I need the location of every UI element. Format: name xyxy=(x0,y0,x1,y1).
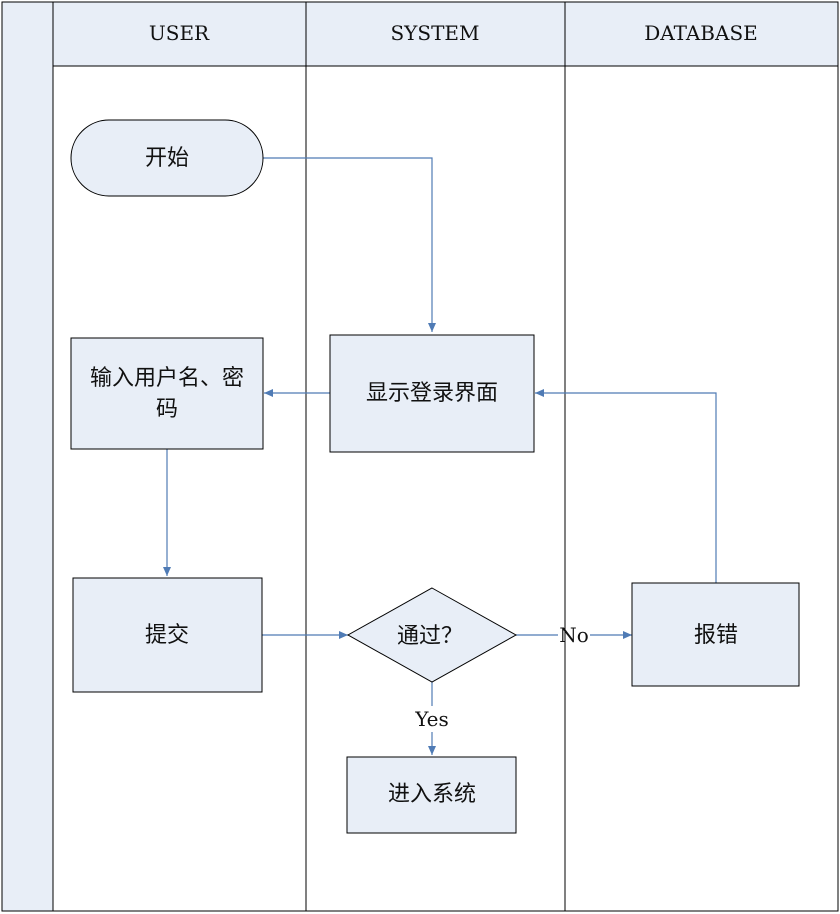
lane-header-user xyxy=(52,1,307,67)
node-error-label: 报错 xyxy=(694,623,738,648)
node-start xyxy=(70,119,264,197)
lane-header-database xyxy=(564,1,839,67)
edge-label-yes: Yes xyxy=(414,707,449,731)
node-input-label-line2: 码 xyxy=(156,397,178,422)
node-error xyxy=(631,582,800,687)
node-input-label-line1: 输入用户名、密 xyxy=(90,366,244,391)
lane-body-user xyxy=(52,65,307,912)
left-margin-strip xyxy=(1,1,54,912)
edge-start-to-login xyxy=(263,157,436,332)
lane-title-database: DATABASE xyxy=(644,21,758,45)
node-decision xyxy=(346,587,518,683)
node-input-credentials xyxy=(70,337,264,450)
lane-title-user: USER xyxy=(149,21,210,45)
node-enter-system-label: 进入系统 xyxy=(388,782,476,807)
node-submit xyxy=(72,577,263,693)
node-decision-label: 通过？ xyxy=(397,624,463,649)
node-enter-system xyxy=(346,756,517,834)
edge-error-to-login xyxy=(535,389,717,583)
node-submit-label: 提交 xyxy=(145,623,189,648)
node-start-label: 开始 xyxy=(145,146,189,171)
node-show-login-label: 显示登录界面 xyxy=(366,381,498,406)
edge-label-no: No xyxy=(559,623,589,647)
lane-body-database xyxy=(564,65,839,912)
node-show-login xyxy=(329,334,535,453)
lane-title-system: SYSTEM xyxy=(390,21,479,45)
lane-header-system xyxy=(305,1,566,67)
